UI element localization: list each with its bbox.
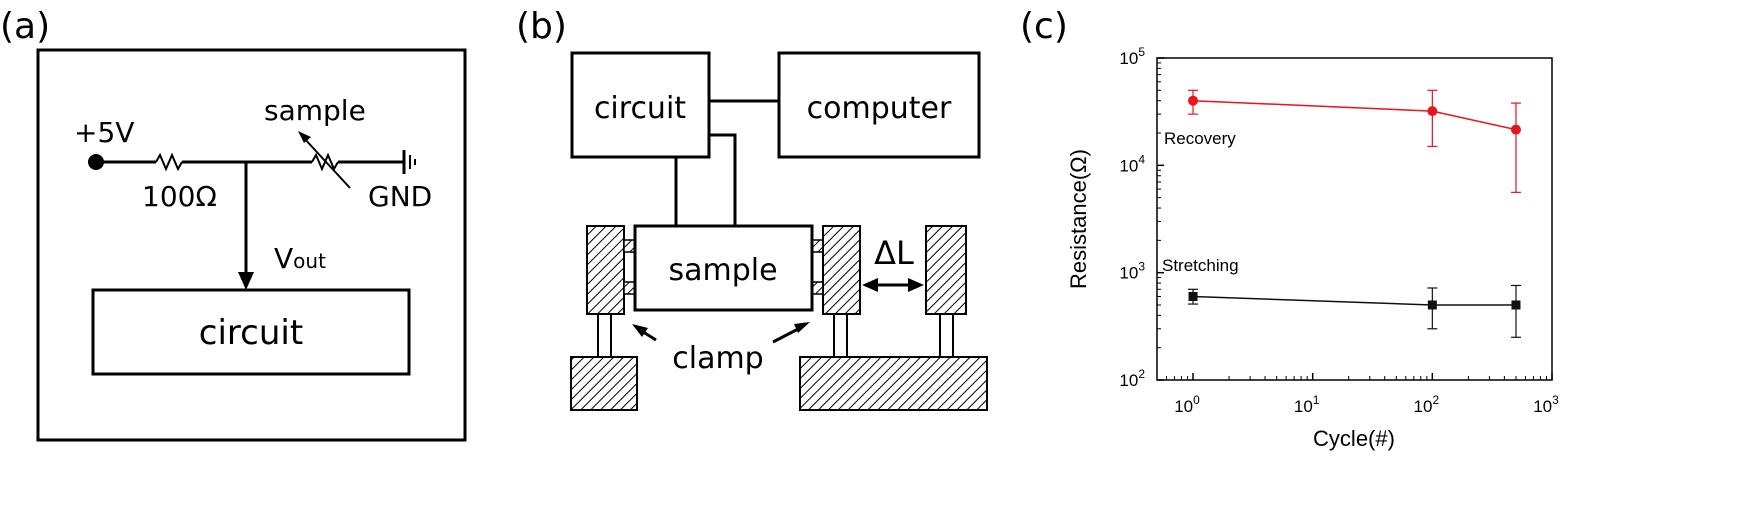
lead-2 xyxy=(709,133,737,226)
stretching-point xyxy=(1511,300,1521,310)
stretching-line xyxy=(1192,295,1516,306)
sample-box xyxy=(633,224,814,312)
plot-frame xyxy=(1156,57,1553,381)
y-tick-label: 102 xyxy=(1119,367,1145,390)
recovery-label: Recovery xyxy=(1164,129,1236,148)
y-tick-label: 104 xyxy=(1119,152,1145,175)
resistance-chart: 100 101 102 103 102 103 104 105 RecoveryStretch… xyxy=(1066,45,1559,451)
y-tick-label: 103 xyxy=(1119,260,1145,283)
left-base xyxy=(570,356,638,411)
panel-label-b: (b) xyxy=(516,6,567,47)
recovery-point xyxy=(1510,124,1521,135)
clamp-arrow-right xyxy=(794,322,810,333)
x-tick-label: 100 xyxy=(1174,393,1200,416)
axis-ticks: 100 101 102 103 102 103 104 105 xyxy=(1119,45,1559,416)
panel-c: (c) 100 101 102 103 102 103 104 105 RecoveryStr… xyxy=(1020,6,1559,451)
computer-box xyxy=(777,51,981,159)
panel-label-a: (a) xyxy=(0,6,50,47)
vout-arrow-head xyxy=(238,272,254,290)
vout-label: Vout xyxy=(274,242,326,275)
stretching-label: Stretching xyxy=(1162,256,1239,275)
delta-label: ΔL xyxy=(874,234,914,272)
circuit-label-b: circuit xyxy=(594,91,686,126)
middle-clamp xyxy=(822,225,861,315)
x-tick-label: 102 xyxy=(1414,393,1440,416)
panel-label-c: (c) xyxy=(1020,6,1068,47)
resistor-100-symbol xyxy=(155,152,183,172)
panel-a-frame xyxy=(36,48,467,442)
recovery-point xyxy=(1188,95,1199,106)
clamp-arrow-left xyxy=(632,324,648,337)
variable-arrow-line xyxy=(302,136,351,189)
stretching-point xyxy=(1188,291,1198,301)
x-tick-label: 103 xyxy=(1533,393,1559,416)
panel-a: (a) +5V 100Ω sample GND Vout circuit xyxy=(0,6,467,442)
sample-label-b: sample xyxy=(668,253,777,288)
circuit-box-b xyxy=(570,51,711,159)
circuit-label-a: circuit xyxy=(199,313,303,353)
right-clamp xyxy=(925,225,967,315)
source-label: +5V xyxy=(74,116,134,149)
stretching-point xyxy=(1427,300,1437,310)
panel-b: (b) circuit computer sample ΔL c xyxy=(516,6,988,411)
circuit-box-a xyxy=(91,288,411,376)
left-clamp xyxy=(586,225,625,315)
x-tick-label: 101 xyxy=(1294,393,1320,416)
right-base xyxy=(799,356,988,411)
y-tick-label: 105 xyxy=(1119,45,1145,68)
clamp-label: clamp xyxy=(672,341,763,376)
y-axis-label: Resistance(Ω) xyxy=(1066,149,1091,289)
x-axis-label: Cycle(#) xyxy=(1313,426,1395,451)
resistor-label: 100Ω xyxy=(142,180,217,213)
recovery-line xyxy=(1192,99,1517,131)
recovery-point xyxy=(1427,106,1438,117)
sample-label: sample xyxy=(264,94,366,127)
ground-label: GND xyxy=(368,180,432,213)
computer-label: computer xyxy=(807,91,952,126)
variable-arrow-head xyxy=(298,131,311,143)
